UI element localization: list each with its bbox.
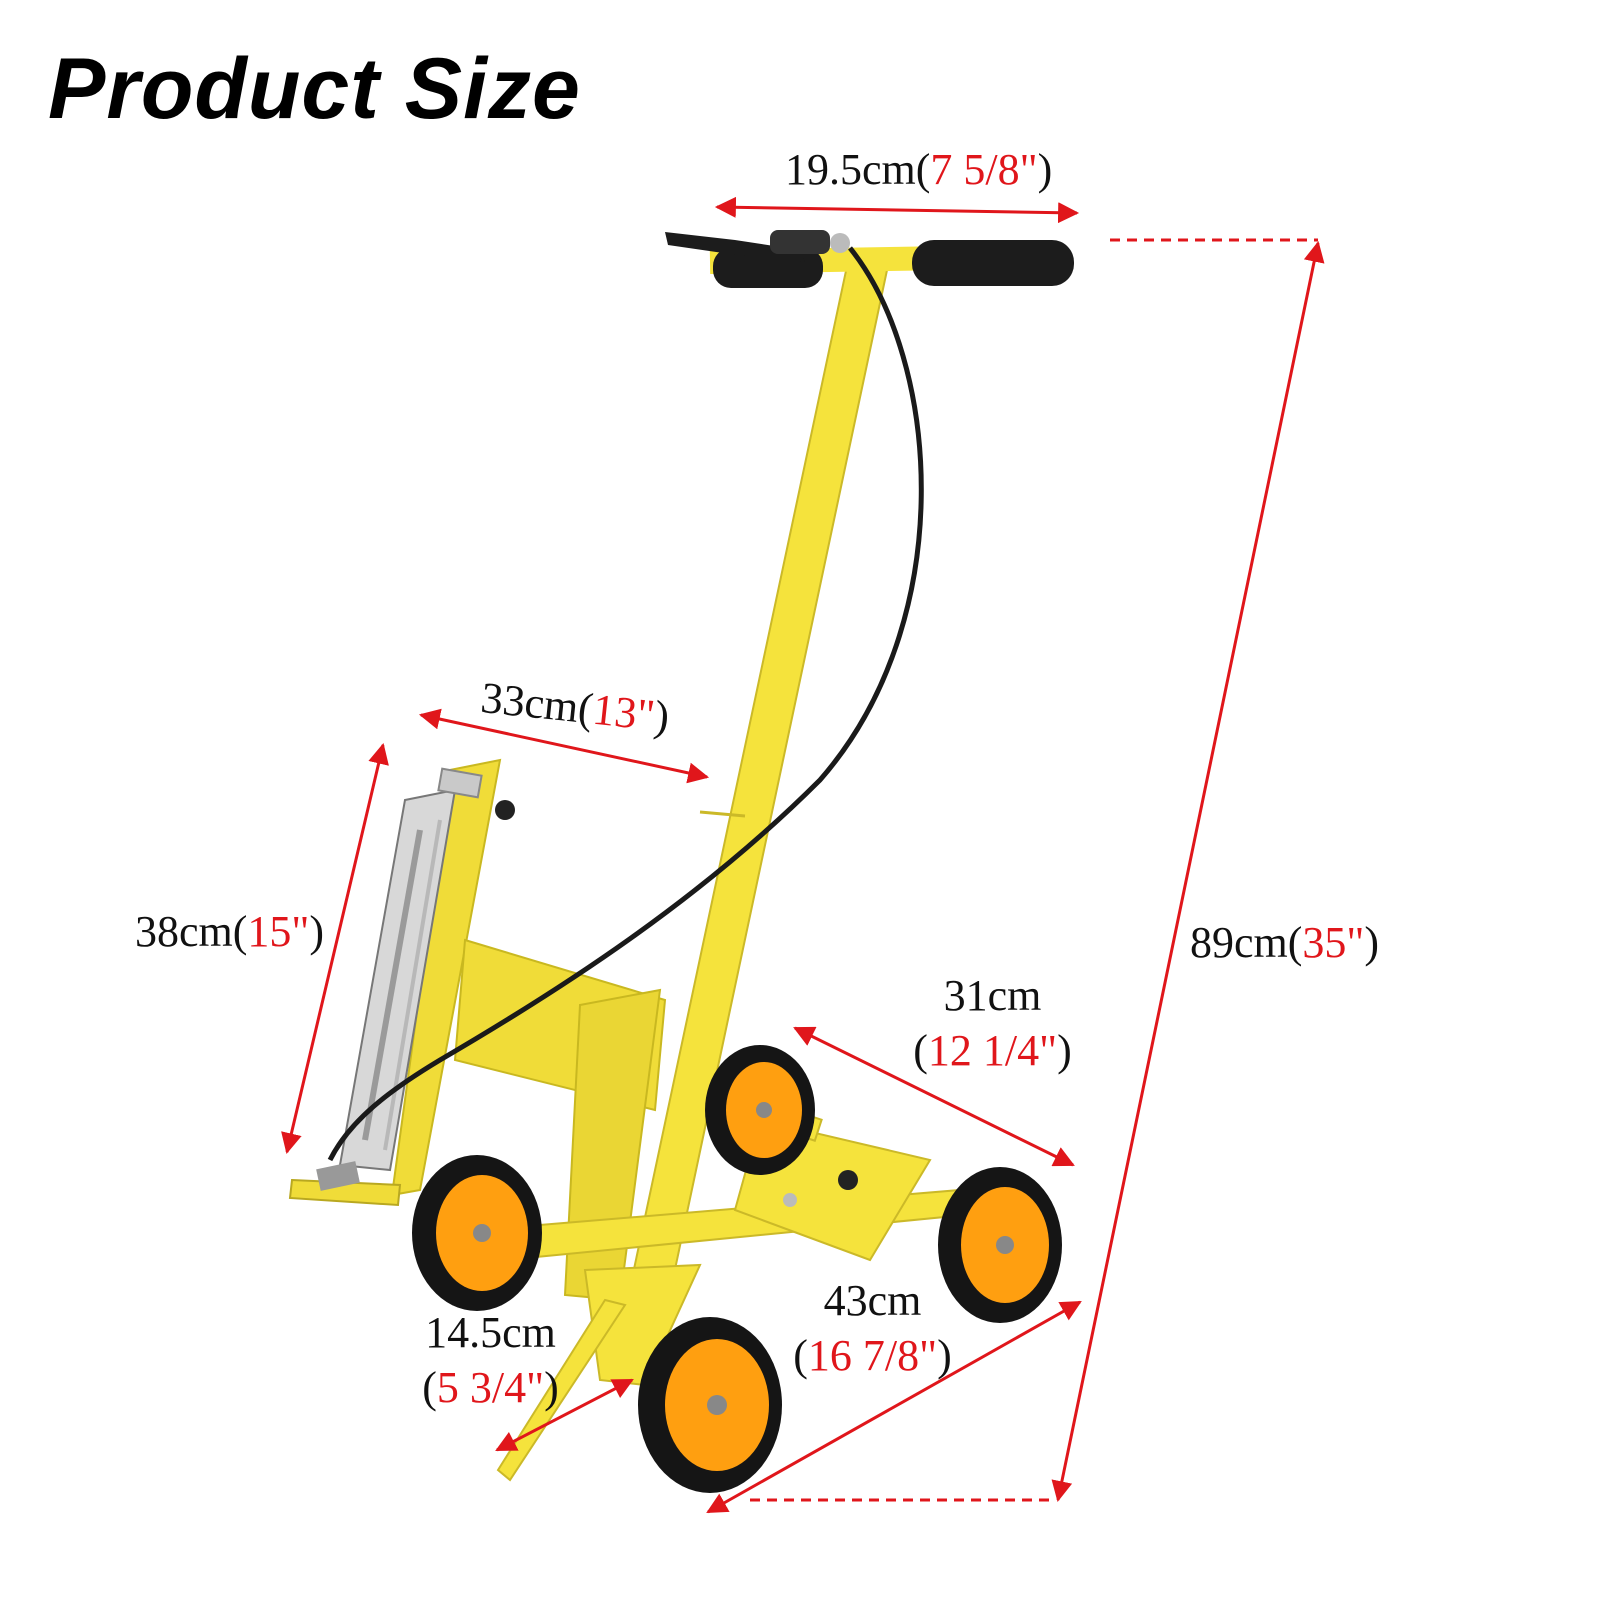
dim-label-rear-track: 31cm (12 1/4") [913, 971, 1072, 1075]
dim-line-can-height [281, 742, 389, 1155]
dim-line-can-reach [418, 708, 710, 784]
trigger-cable [327, 246, 924, 1162]
dim-label-can-height: 38cm(15") [135, 907, 325, 956]
wheel-rear-right [705, 1045, 815, 1175]
brake-lever [665, 232, 805, 262]
dim-line-rear-track [793, 1026, 1075, 1167]
page-title: Product Size [48, 41, 581, 137]
dim-label-total-height: 89cm(35") [1190, 918, 1380, 967]
right-grip [912, 240, 1074, 286]
dim-label-base-length: 43cm (16 7/8") [793, 1276, 952, 1380]
dim-label-handle-width: 19.5cm(7 5/8") [785, 145, 1053, 194]
dim-line-base-length [706, 1300, 1082, 1514]
wheel-front-left [638, 1317, 782, 1493]
wheel-rear-left [412, 1155, 542, 1311]
dimension-lines [281, 196, 1325, 1514]
dim-line-base-offset [495, 1378, 634, 1452]
dim-label-base-offset: 14.5cm (5 3/4") [422, 1308, 559, 1412]
nozzle-tray [288, 1178, 402, 1207]
dim-line-handle-width [714, 196, 1080, 224]
wheel-front-right [938, 1167, 1062, 1323]
line-marker-cart [288, 230, 1074, 1493]
dim-line-total-height [1051, 240, 1325, 1503]
